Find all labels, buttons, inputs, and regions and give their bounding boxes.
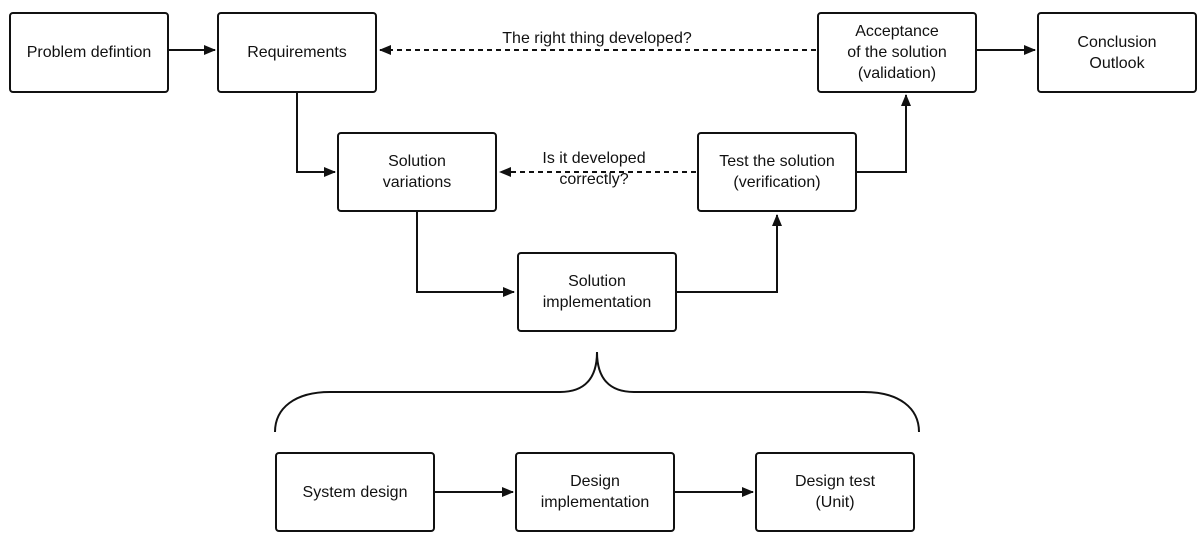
solution-variations-box-text: variations <box>382 174 452 191</box>
solution-implementation-box-text: implementation <box>542 294 652 311</box>
design-test-box-text: (Unit) <box>815 494 855 511</box>
design-implementation-box-text: implementation <box>540 494 650 511</box>
requirements-box-text: Requirements <box>247 44 347 61</box>
conclusion-box-text: Outlook <box>1089 54 1145 72</box>
acceptance-box-text: Acceptance <box>855 23 939 40</box>
test-solution-box-text: Test the solution <box>719 153 835 170</box>
verification-question-label: Is it developed correctly? <box>528 148 660 190</box>
solution-implementation-box-text: Solution <box>568 273 626 290</box>
test-solution-box-text: (verification) <box>733 174 821 191</box>
arrow-test-to-acceptance <box>857 94 911 173</box>
problem-definition-box-text: Problem defintion <box>26 44 152 61</box>
verification-question-label-text: Is it developed <box>542 150 646 167</box>
requirements-box: Requirements <box>217 12 377 93</box>
design-implementation-box: Design implementation <box>515 452 675 532</box>
acceptance-box-text: of the solution <box>847 44 947 61</box>
curly-brace <box>274 351 920 433</box>
design-implementation-box-text: Design <box>570 473 620 490</box>
system-design-box-text: System design <box>302 483 408 501</box>
solution-variations-box: Solution variations <box>337 132 497 212</box>
acceptance-box-text: (validation) <box>857 65 937 82</box>
solution-implementation-box: Solution implementation <box>517 252 677 332</box>
arrow-variations-to-implementation <box>416 212 515 297</box>
problem-definition-box: Problem defintion <box>9 12 169 93</box>
validation-question-label-text: The right thing developed? <box>502 30 692 47</box>
conclusion-box-text: Conclusion <box>1077 33 1157 51</box>
verification-question-label-text: correctly? <box>559 171 629 188</box>
design-test-box: Design test (Unit) <box>755 452 915 532</box>
arrow-implementation-to-test <box>677 214 782 293</box>
solution-variations-box-text: Solution <box>388 153 446 170</box>
acceptance-box: Acceptance of the solution (validation) <box>817 12 977 93</box>
system-design-box: System design <box>275 452 435 532</box>
test-solution-box: Test the solution (verification) <box>697 132 857 212</box>
design-test-box-text: Design test <box>794 473 876 490</box>
validation-question-label: The right thing developed? <box>480 28 714 49</box>
arrow-requirements-to-variations <box>296 93 336 177</box>
